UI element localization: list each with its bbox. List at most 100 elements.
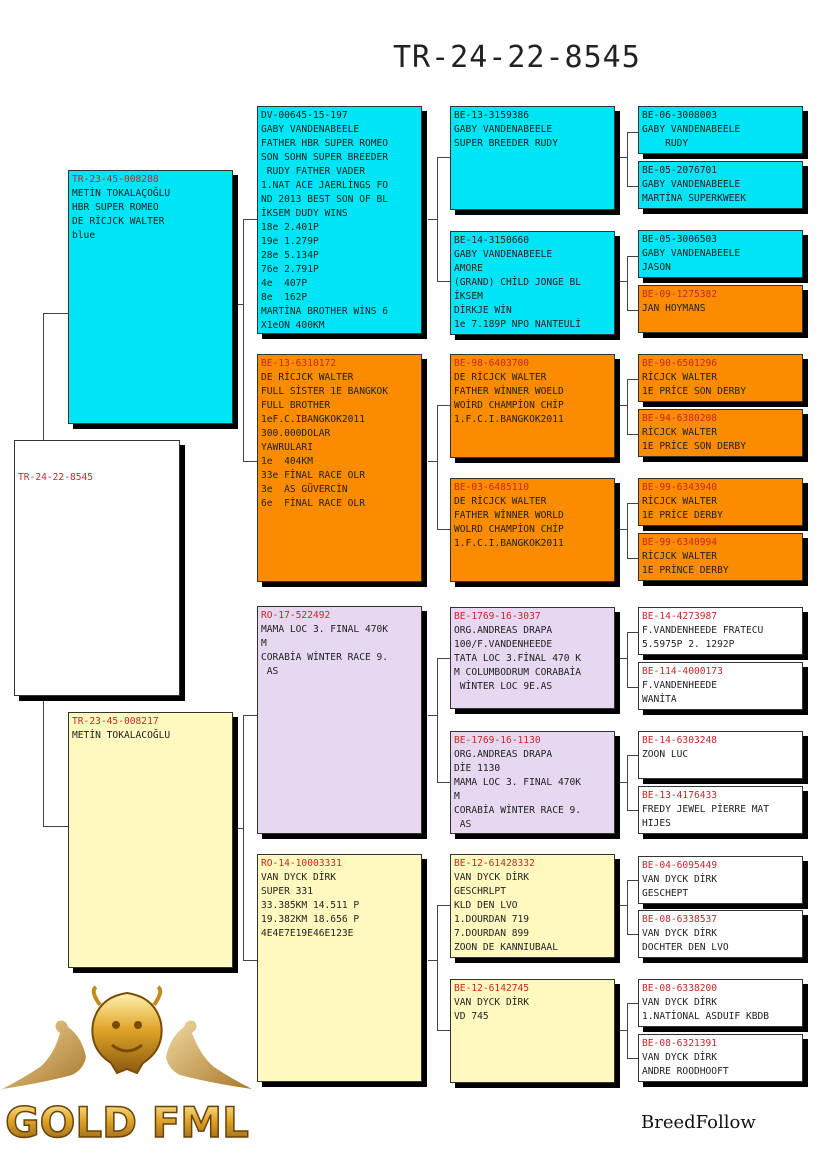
info-line: 7.DOURDAN 899 [454,928,530,939]
info-line: DE RİCJCK WALTER [72,216,165,227]
subject-box[interactable]: TR-24-22-8545 [14,440,180,696]
info-line: METİN TOKALAÇOĞLU [72,188,171,199]
info-line: FATHER HBR SUPER ROMEO [261,138,389,149]
info-line: MAMA LOC 3. FINAL 470K [454,777,582,788]
ring-number: BE-99-6340994 [642,537,718,548]
info-line: VAN DYCK DİRK [642,874,718,885]
info-line: M [261,638,267,649]
ring-number: BE-08-6321391 [642,1038,718,1049]
info-line: 1E PRİNCE DERBY [642,565,729,576]
info-line: METİN TOKALACOĞLU [72,730,171,741]
ring-number: BE-14-6303248 [642,735,718,746]
info-line: İKSEM [454,291,483,302]
info-line: 19e 1.279P [261,236,319,247]
info-line: 76e 2.791P [261,264,319,275]
pigeon-right-icon [166,1020,252,1089]
info-line: MARTİNA BROTHER WİNS 6 [261,306,389,317]
ring-number: BE-09-1275382 [642,289,718,300]
info-line: X1eON 400KM [261,320,325,331]
lion-emblem-icon [91,985,163,1075]
info-line: WOİRD CHAMPİON CHİP [454,400,564,411]
info-line: AMORE [454,263,483,274]
info-line: KLD DEN LVO [454,900,518,911]
ring-number: TR-23-45-008288 [72,174,159,185]
subject-ring: TR-24-22-8545 [18,472,94,483]
info-line: 33.385KM 14.511 P [261,900,360,911]
ring-number: BE-14-3150660 [454,235,530,246]
ring-number: RO-17-522492 [261,610,331,621]
info-line: JASON [642,262,671,273]
info-line: ZOON LUC [642,749,689,760]
info-line: 100/F.VANDENHEEDE [454,639,553,650]
info-line: YAWRULARI [261,442,313,453]
ring-number: BE-98-6403700 [454,358,530,369]
info-line: VAN DYCK DİRK [642,928,718,939]
ring-number: BE-06-3008003 [642,110,718,121]
info-line: DİE 1130 [454,763,501,774]
info-line: WANİTA [642,694,677,705]
info-line: 4E4E7E19E46E123E [261,928,354,939]
info-line: 1.F.C.I.BANGKOK2011 [454,538,564,549]
info-line: ORG.ANDREAS DRAPA [454,749,553,760]
ring-number: BE-04-6095449 [642,860,718,871]
info-line: 1.NATİONAL ASDUIF KBDB [642,1011,770,1022]
ring-number: BE-14-4273987 [642,611,718,622]
ring-number: BE-1769-16-3037 [454,611,541,622]
info-line: FATHER WİNNER WOELD [454,386,564,397]
info-line: GABY VANDENABEELE [261,124,360,135]
info-line: ND 2013 BEST SON OF BL [261,194,389,205]
info-line: RİCJCK WALTER [642,496,718,507]
info-line: CORABİA WİNTER RACE 9. [261,652,389,663]
info-line: 1E PRİCE DERBY [642,510,723,521]
info-line: 1.DOURDAN 719 [454,914,530,925]
info-line: DİRKJE WİN [454,305,512,316]
ring-number: BE-1769-16-1130 [454,735,541,746]
info-line: TATA LOC 3.FİNAL 470 K [454,653,582,664]
info-line: 5.5975P 2. 1292P [642,639,735,650]
info-line: VAN DYCK DİRK [261,872,337,883]
info-line: AS [261,666,279,677]
ring-number: BE-05-3006503 [642,234,718,245]
info-line: RUDY FATHER VADER [261,166,365,177]
info-line: VAN DYCK DİRK [642,1052,718,1063]
info-line: 1eF.C.IBANGKOK2011 [261,414,365,425]
info-line: FULL BROTHER [261,400,331,411]
info-line: GABY VANDENABEELE [454,249,553,260]
ring-number: BE-90-6501296 [642,358,718,369]
info-line: AS [454,819,472,830]
info-line: 1e 7.189P NPO NANTEULİ [454,319,582,330]
pedigree-title: TR-24-22-8545 [393,40,641,75]
info-line: F.VANDENHEEDE [642,680,718,691]
info-line: HIJES [642,818,671,829]
